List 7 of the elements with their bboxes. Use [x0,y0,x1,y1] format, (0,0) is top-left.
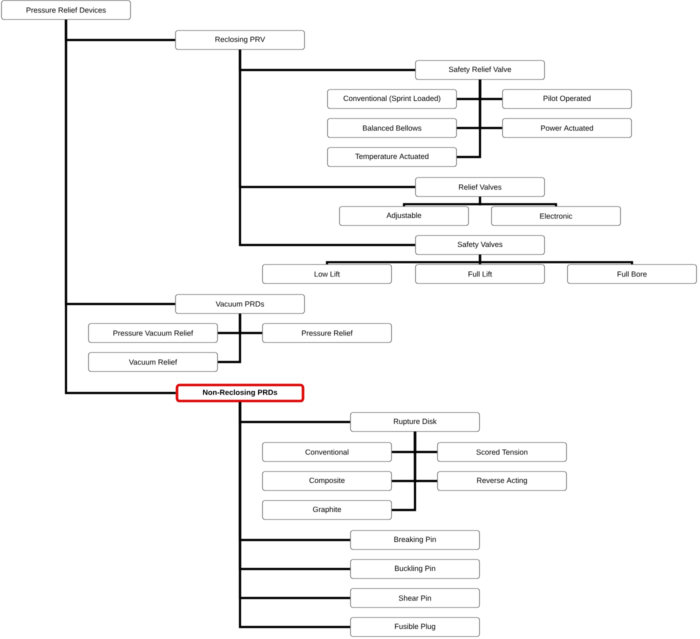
connector-line [478,254,634,264]
connector-line [478,196,558,206]
connector-line [64,20,176,394]
connector-line [392,432,416,512]
connector-line [238,50,416,246]
connector-line [218,314,242,364]
connector-line [456,80,482,158]
